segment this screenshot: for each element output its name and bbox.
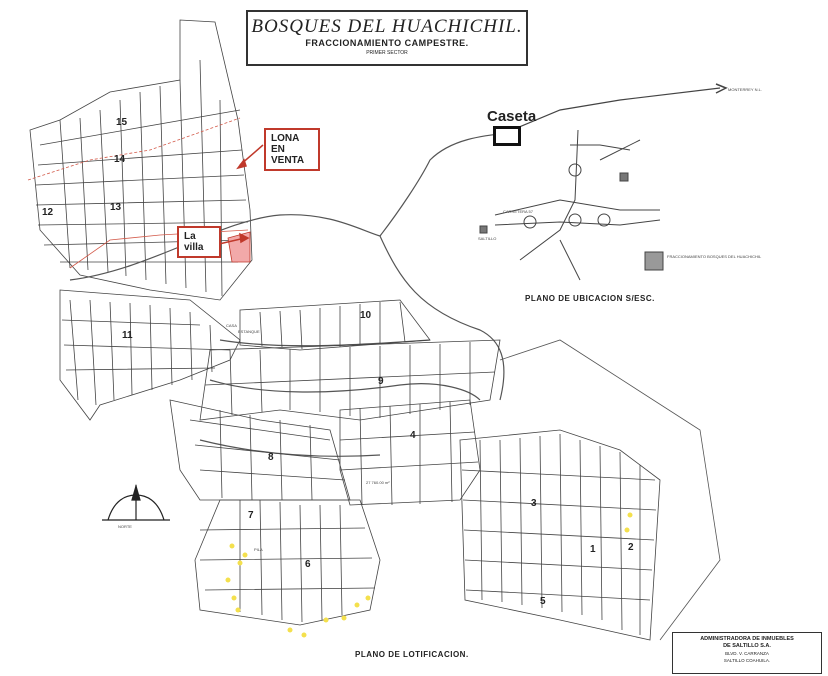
lona-callout: LONA EN VENTA [264, 128, 320, 171]
section-label: 10 [360, 310, 372, 321]
footer-line-4: SALTILLO COAHUILA. [723, 658, 771, 663]
estanque-label: ESTANQUE [238, 329, 260, 334]
section-label: 12 [42, 207, 54, 218]
section-4-block [339, 399, 481, 506]
section-label: 5 [540, 596, 546, 607]
title-box: BOSQUES DEL HUACHICHIL. FRACCIONAMIENTO … [246, 10, 528, 66]
fraccionamiento-label: FRACCIONAMIENTO BOSQUES DEL HUACHICHIL [667, 254, 762, 259]
carretera-label: CARRETERA 57 [503, 209, 534, 214]
section-label: 11 [122, 330, 133, 341]
map-title: BOSQUES DEL HUACHICHIL. [251, 16, 523, 37]
monterrey-label: MONTERREY N.L. [728, 87, 762, 92]
saltillo-label: SALTILLO [478, 236, 496, 241]
section-label: 1 [590, 544, 596, 555]
north-sector [27, 19, 253, 301]
section-label: 7 [248, 510, 254, 521]
caseta-marker [493, 126, 521, 146]
roads [69, 131, 521, 457]
section-label: 6 [305, 559, 311, 570]
south-west-sectors [194, 499, 381, 626]
callout-arrows [218, 144, 264, 245]
location-plan [479, 83, 728, 281]
central-sectors [169, 299, 501, 501]
villa-callout: La villa [177, 226, 221, 258]
highlighted-lot [227, 231, 251, 263]
caseta-label: Caseta [487, 108, 537, 125]
plan-title: PLANO DE LOTIFICACION. [355, 650, 469, 659]
section-numbers: 15 14 13 11 12 10 9 8 7 6 4 3 5 1 2 [42, 117, 634, 607]
place-labels: CASA ESTANQUE PILA 27 760.00 m² [226, 323, 390, 552]
section-label: 8 [268, 452, 274, 463]
municipal-area-label: 27 760.00 m² [366, 480, 390, 485]
marker-dots [225, 512, 633, 638]
casa-label: CASA [226, 323, 237, 328]
section-label: 3 [531, 498, 537, 509]
footer-box: ADMINISTRADORA DE INMUEBLES DE SALTILLO … [672, 632, 822, 674]
compass-label: NORTE [118, 524, 132, 529]
north-compass [102, 483, 170, 521]
pila-label: PILA [254, 547, 263, 552]
location-plan-title: PLANO DE UBICACION S/ESC. [525, 294, 655, 303]
section-label: 14 [114, 154, 126, 165]
lona-callout-text: LONA EN VENTA [271, 133, 305, 166]
south-east-sectors [459, 339, 721, 641]
section-label: 2 [628, 542, 634, 553]
footer-line-1: ADMINISTRADORA DE INMUEBLES [700, 636, 794, 642]
villa-callout-text: La villa [184, 231, 204, 253]
section-label: 13 [110, 202, 122, 213]
section-11-block [59, 289, 241, 421]
location-labels: MONTERREY N.L. SALTILLO CARRETERA 57 FRA… [478, 87, 762, 259]
section-label: 15 [116, 117, 128, 128]
map-subtitle: FRACCIONAMIENTO CAMPESTRE. [305, 38, 469, 48]
map-sector: PRIMER SECTOR [366, 50, 408, 56]
section-label: 4 [410, 430, 416, 441]
footer-line-3: BLVD. V. CARRANZA [725, 651, 769, 656]
section-label: 9 [378, 376, 384, 387]
footer-line-2: DE SALTILLO S.A. [723, 643, 771, 649]
